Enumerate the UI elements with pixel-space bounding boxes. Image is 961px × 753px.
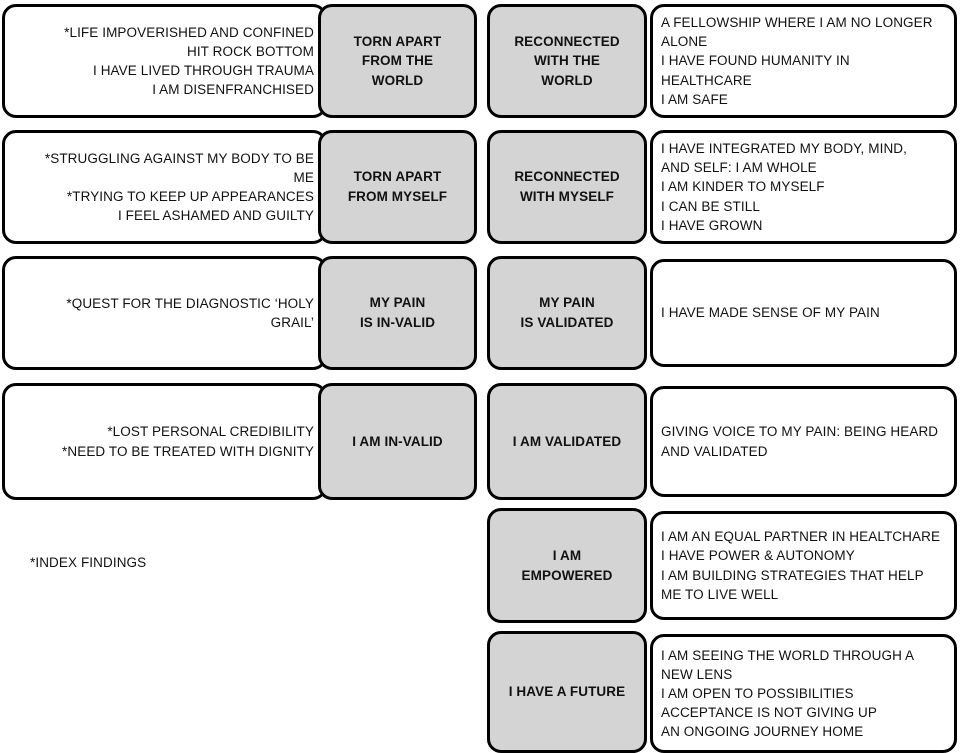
- positive-theme-label-row-3: MY PAIN IS VALIDATED: [520, 295, 614, 330]
- outcomes-text-row-4: GIVING VOICE TO MY PAIN: BEING HEARD AND…: [661, 424, 939, 459]
- index-findings-legend-text: *INDEX FINDINGS: [30, 555, 147, 570]
- theme-box-i-have-a-future: I HAVE A FUTURE: [487, 631, 647, 753]
- theme-box-torn-apart-from-myself: TORN APART FROM MYSELF: [318, 130, 477, 244]
- positive-theme-label-row-4: I AM VALIDATED: [512, 433, 622, 449]
- findings-box-row-4: *LOST PERSONAL CREDIBILITY *NEED TO BE T…: [2, 383, 327, 500]
- outcomes-text-row-1: A FELLOWSHIP WHERE I AM NO LONGER ALONE …: [661, 15, 933, 107]
- findings-text-row-4: *LOST PERSONAL CREDIBILITY *NEED TO BE T…: [62, 424, 314, 459]
- outcomes-box-row-4: GIVING VOICE TO MY PAIN: BEING HEARD AND…: [650, 386, 957, 497]
- outcomes-box-row-6: I AM SEEING THE WORLD THROUGH A NEW LENS…: [650, 634, 957, 753]
- positive-theme-label-row-6: I HAVE A FUTURE: [508, 684, 626, 700]
- findings-text-row-3: *QUEST FOR THE DIAGNOSTIC ‘HOLY GRAIL’: [66, 295, 314, 330]
- theme-label-row-2: TORN APART FROM MYSELF: [347, 169, 448, 204]
- findings-text-row-2: *STRUGGLING AGAINST MY BODY TO BE ME *TR…: [44, 150, 314, 224]
- outcomes-box-row-2: I HAVE INTEGRATED MY BODY, MIND, AND SEL…: [650, 130, 957, 244]
- outcomes-text-row-3: I HAVE MADE SENSE OF MY PAIN: [661, 305, 880, 321]
- theme-box-i-am-in-valid: I AM IN-VALID: [318, 383, 477, 500]
- outcomes-box-row-5: I AM AN EQUAL PARTNER IN HEALTCHARE I HA…: [650, 511, 957, 620]
- positive-theme-label-row-1: RECONNECTED WITH THE WORLD: [514, 33, 620, 88]
- theme-box-my-pain-is-in-valid: MY PAIN IS IN-VALID: [318, 256, 477, 370]
- outcomes-text-row-6: I AM SEEING THE WORLD THROUGH A NEW LENS…: [661, 647, 915, 740]
- positive-theme-label-row-2: RECONNECTED WITH MYSELF: [514, 169, 620, 204]
- findings-box-row-2: *STRUGGLING AGAINST MY BODY TO BE ME *TR…: [2, 130, 327, 244]
- theme-box-reconnected-with-myself: RECONNECTED WITH MYSELF: [487, 130, 647, 244]
- theme-label-row-3: MY PAIN IS IN-VALID: [359, 295, 436, 330]
- theme-box-torn-apart-from-the-world: TORN APART FROM THE WORLD: [318, 4, 477, 118]
- theme-box-i-am-empowered: I AM EMPOWERED: [487, 508, 647, 623]
- findings-box-row-3: *QUEST FOR THE DIAGNOSTIC ‘HOLY GRAIL’: [2, 256, 327, 370]
- outcomes-box-row-1: A FELLOWSHIP WHERE I AM NO LONGER ALONE …: [650, 4, 957, 118]
- theme-box-reconnected-with-the-world: RECONNECTED WITH THE WORLD: [487, 4, 647, 118]
- findings-box-row-1: *LIFE IMPOVERISHED AND CONFINED HIT ROCK…: [2, 4, 327, 118]
- theme-box-my-pain-is-validated: MY PAIN IS VALIDATED: [487, 256, 647, 370]
- theme-label-row-4: I AM IN-VALID: [352, 433, 443, 449]
- findings-text-row-1: *LIFE IMPOVERISHED AND CONFINED HIT ROCK…: [64, 24, 314, 98]
- outcomes-text-row-5: I AM AN EQUAL PARTNER IN HEALTCHARE I HA…: [661, 529, 941, 602]
- theme-box-i-am-validated: I AM VALIDATED: [487, 383, 647, 500]
- index-findings-legend: *INDEX FINDINGS: [30, 540, 146, 570]
- outcomes-box-row-3: I HAVE MADE SENSE OF MY PAIN: [650, 259, 957, 367]
- outcomes-text-row-2: I HAVE INTEGRATED MY BODY, MIND, AND SEL…: [661, 141, 907, 233]
- theme-label-row-1: TORN APART FROM THE WORLD: [353, 33, 442, 88]
- positive-theme-label-row-5: I AM EMPOWERED: [521, 547, 613, 583]
